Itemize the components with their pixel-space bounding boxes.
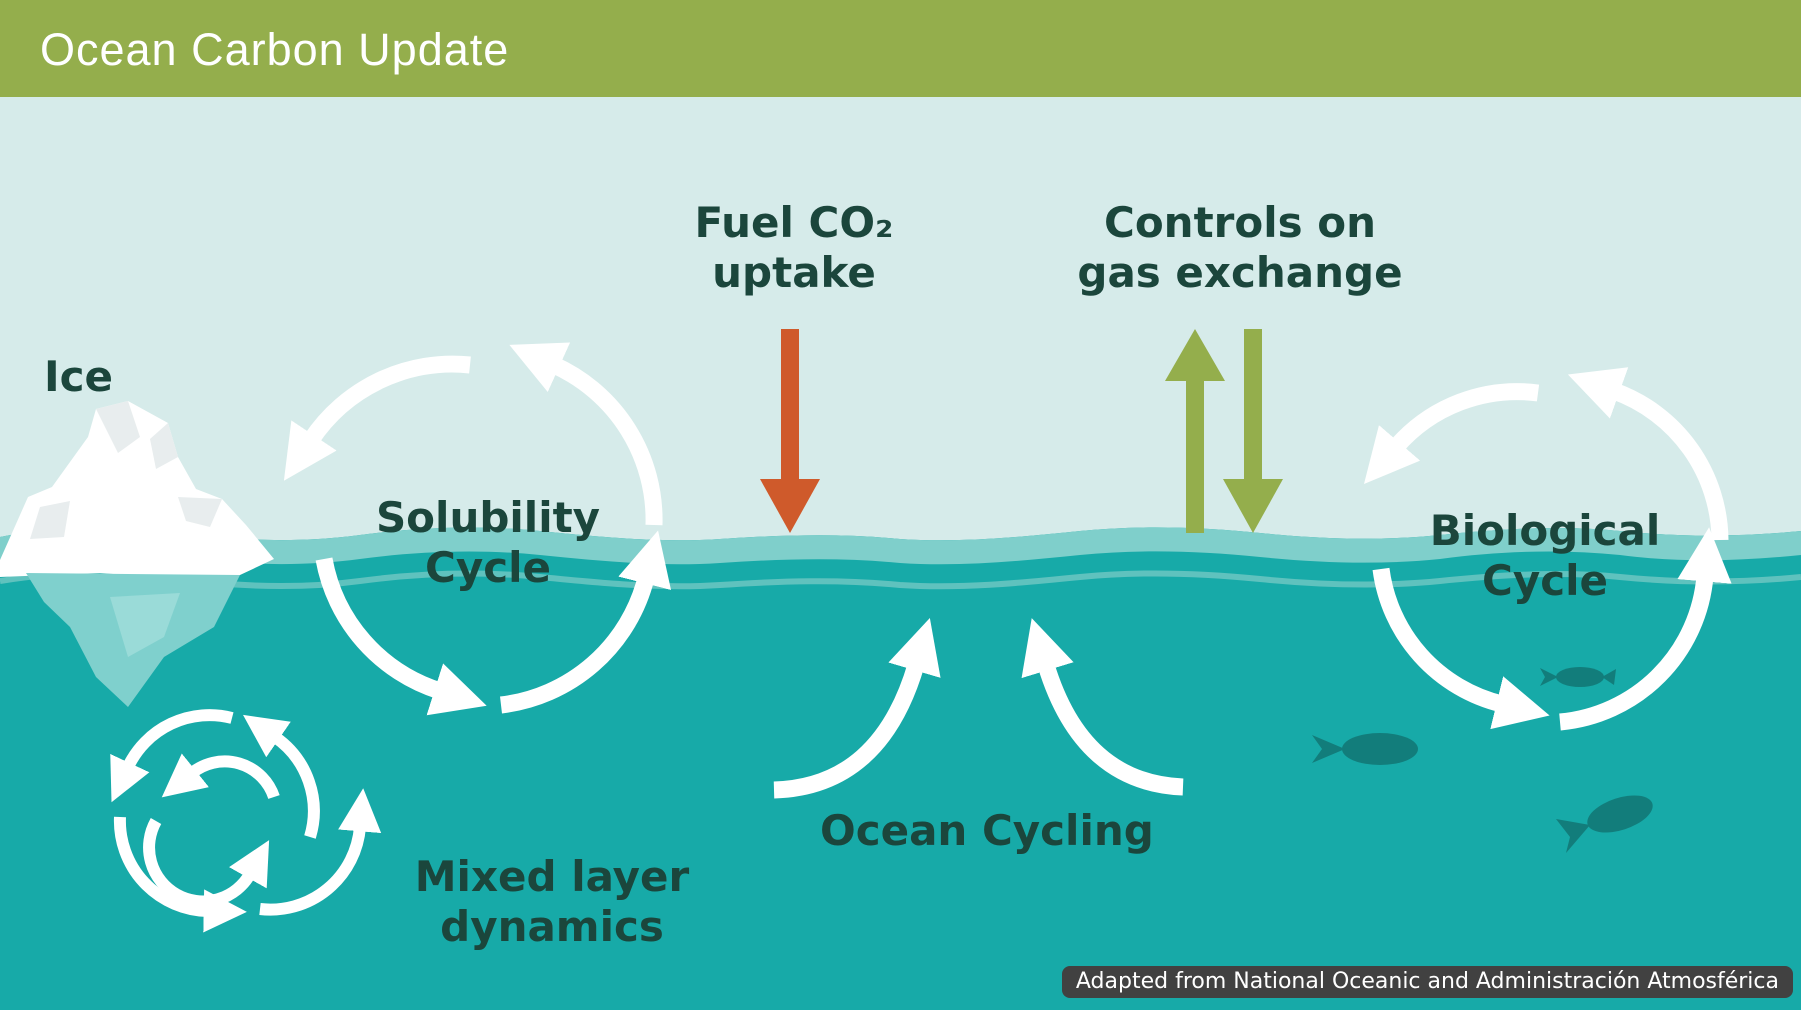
- ocean-scene: [0, 97, 1801, 1010]
- biological-cycle-arrows: [1363, 367, 1732, 731]
- ocean-water: [0, 527, 1801, 1010]
- biological-label-line1: Biological: [1429, 506, 1661, 555]
- solubility-label-line1: Solubility: [375, 493, 601, 542]
- fuel-co2-arrow: [760, 329, 820, 533]
- controls-label-line2: gas exchange: [1077, 248, 1403, 297]
- mixed-layer-label-line2: dynamics: [440, 902, 664, 951]
- fish-icon: [1312, 667, 1653, 853]
- solubility-label-line2: Cycle: [425, 543, 551, 592]
- iceberg-icon: [0, 401, 274, 707]
- mixed-layer-label-line1: Mixed layer: [414, 852, 690, 901]
- page-title: Ocean Carbon Update: [40, 24, 510, 75]
- gas-exchange-arrows: [1165, 329, 1283, 533]
- header-bar: Ocean Carbon Update: [0, 0, 1801, 97]
- fuel-co2-label-line1: Fuel CO₂: [694, 198, 894, 247]
- fuel-co2-label-line2: uptake: [712, 248, 876, 297]
- controls-label-line1: Controls on: [1104, 198, 1376, 247]
- ocean-cycling-label: Ocean Cycling: [820, 806, 1154, 855]
- biological-label-line2: Cycle: [1482, 556, 1608, 605]
- ocean-cycling-arrows: [773, 618, 1184, 799]
- credit-badge: Adapted from National Oceanic and Admini…: [1061, 966, 1793, 998]
- mixed-layer-arrows: [110, 709, 382, 933]
- ice-label: Ice: [44, 352, 114, 401]
- wave-band-light: [0, 527, 1801, 565]
- wave-line: [0, 570, 1801, 590]
- solubility-cycle-arrows: [283, 342, 672, 716]
